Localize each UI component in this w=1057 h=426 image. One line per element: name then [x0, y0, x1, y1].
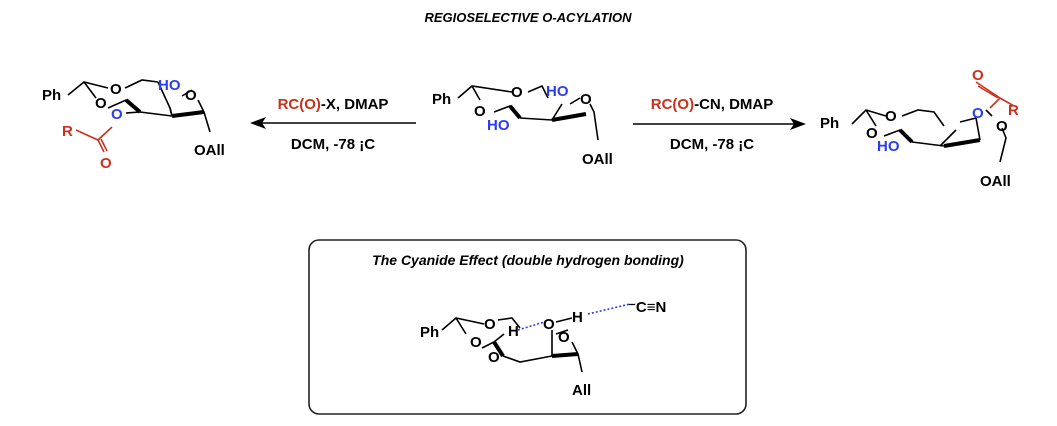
- phenyl-label: Ph: [820, 115, 839, 132]
- r-group-label: R: [1008, 102, 1019, 119]
- acetal-oxygen: O: [484, 316, 496, 333]
- starting-material-structure: Ph O HO O O HO OAll: [432, 83, 613, 168]
- scheme-title: REGIOSELECTIVE O-ACYLATION: [424, 10, 632, 25]
- ring-oxygen: O: [996, 118, 1008, 135]
- oall-label: OAll: [980, 173, 1011, 190]
- cyanide-label: ⁻C≡N: [628, 299, 666, 316]
- acetal-oxygen: O: [470, 334, 482, 351]
- acetal-oxygen: O: [110, 81, 122, 98]
- acetal-oxygen: O: [95, 95, 107, 112]
- r-group-label: R: [62, 123, 73, 140]
- right-conditions: DCM, -78 ¡C: [670, 136, 754, 153]
- left-reagent: RC(O)-X, DMAP: [278, 96, 389, 113]
- right-reagent: RC(O)-CN, DMAP: [651, 96, 774, 113]
- oall-label: OAll: [582, 151, 613, 168]
- cyanide-effect-inset: The Cyanide Effect (double hydrogen bond…: [308, 239, 747, 415]
- carbonyl-oxygen: O: [972, 67, 984, 84]
- phenyl-label: Ph: [42, 87, 61, 104]
- epoxide-oxygen: O: [488, 349, 500, 366]
- left-product-structure: Ph O HO O O O R O OAll: [42, 77, 225, 172]
- hydroxyl-hydrogen: H: [572, 309, 583, 326]
- ring-oxygen: O: [185, 87, 197, 104]
- right-product-structure: Ph O O O O R O HO OAll: [820, 67, 1019, 190]
- right-reaction-arrow: RC(O)-CN, DMAP DCM, -78 ¡C: [633, 96, 806, 153]
- hydrogen-label: H: [508, 323, 519, 340]
- acetal-oxygen: O: [866, 125, 878, 142]
- left-reaction-arrow: RC(O)-X, DMAP DCM, -78 ¡C: [250, 96, 416, 153]
- ester-oxygen: O: [111, 106, 123, 123]
- acetal-oxygen: O: [511, 84, 523, 101]
- phenyl-label: Ph: [420, 324, 439, 341]
- hydroxyl-label: HO: [877, 138, 900, 155]
- left-conditions: DCM, -78 ¡C: [291, 136, 375, 153]
- inset-title: The Cyanide Effect (double hydrogen bond…: [372, 252, 684, 268]
- hydroxyl-oxygen: O: [543, 316, 555, 333]
- carbonyl-oxygen: O: [100, 155, 112, 172]
- hydroxyl-label: HO: [487, 117, 510, 134]
- allyl-label: All: [572, 382, 591, 399]
- ring-oxygen: O: [580, 91, 592, 108]
- oall-label: OAll: [194, 142, 225, 159]
- ester-oxygen: O: [972, 105, 984, 122]
- hydroxyl-label: HO: [158, 77, 181, 94]
- hydroxyl-label: HO: [546, 83, 569, 100]
- acetal-oxygen: O: [885, 108, 897, 125]
- ring-oxygen: O: [558, 329, 570, 346]
- phenyl-label: Ph: [432, 91, 451, 108]
- acetal-oxygen: O: [474, 103, 486, 120]
